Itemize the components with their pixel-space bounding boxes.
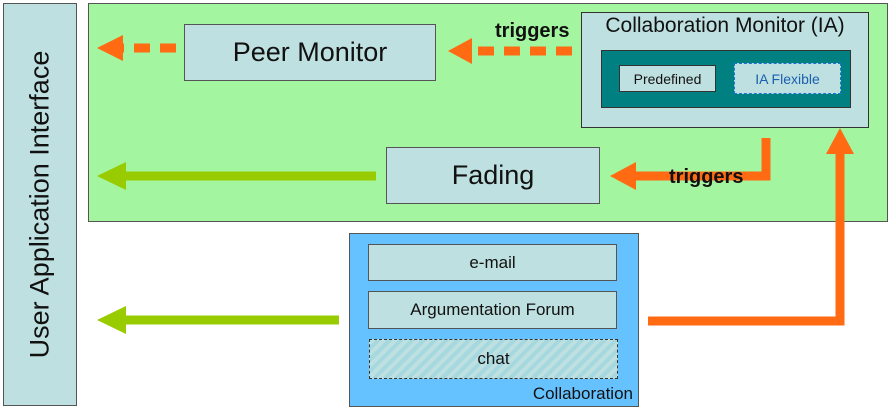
triggers-label-middle: triggers — [669, 166, 744, 188]
orange-arrow-to-collaboration-monitor — [648, 128, 854, 326]
ia-flexible-box: IA Flexible — [734, 63, 841, 94]
orange-dashed-arrow-to-peer-monitor — [448, 38, 572, 64]
green-arrow-fading-to-ui — [97, 162, 376, 190]
collaboration-monitor-title: Collaboration Monitor (IA) — [605, 14, 845, 37]
orange-arrow-to-fading — [610, 138, 771, 190]
argumentation-forum-box: Argumentation Forum — [368, 291, 617, 329]
green-arrow-collaboration-to-ui — [97, 306, 339, 334]
chat-box: chat — [369, 339, 618, 379]
triggers-label-top: triggers — [495, 20, 570, 42]
predefined-box: Predefined — [619, 65, 716, 92]
collaboration-label: Collaboration — [532, 384, 633, 403]
orange-dashed-arrow-to-ui — [97, 35, 176, 61]
peer-monitor-box: Peer Monitor — [184, 24, 436, 81]
email-box: e-mail — [368, 244, 617, 281]
fading-box: Fading — [386, 147, 600, 204]
user-application-interface-panel — [3, 3, 77, 406]
